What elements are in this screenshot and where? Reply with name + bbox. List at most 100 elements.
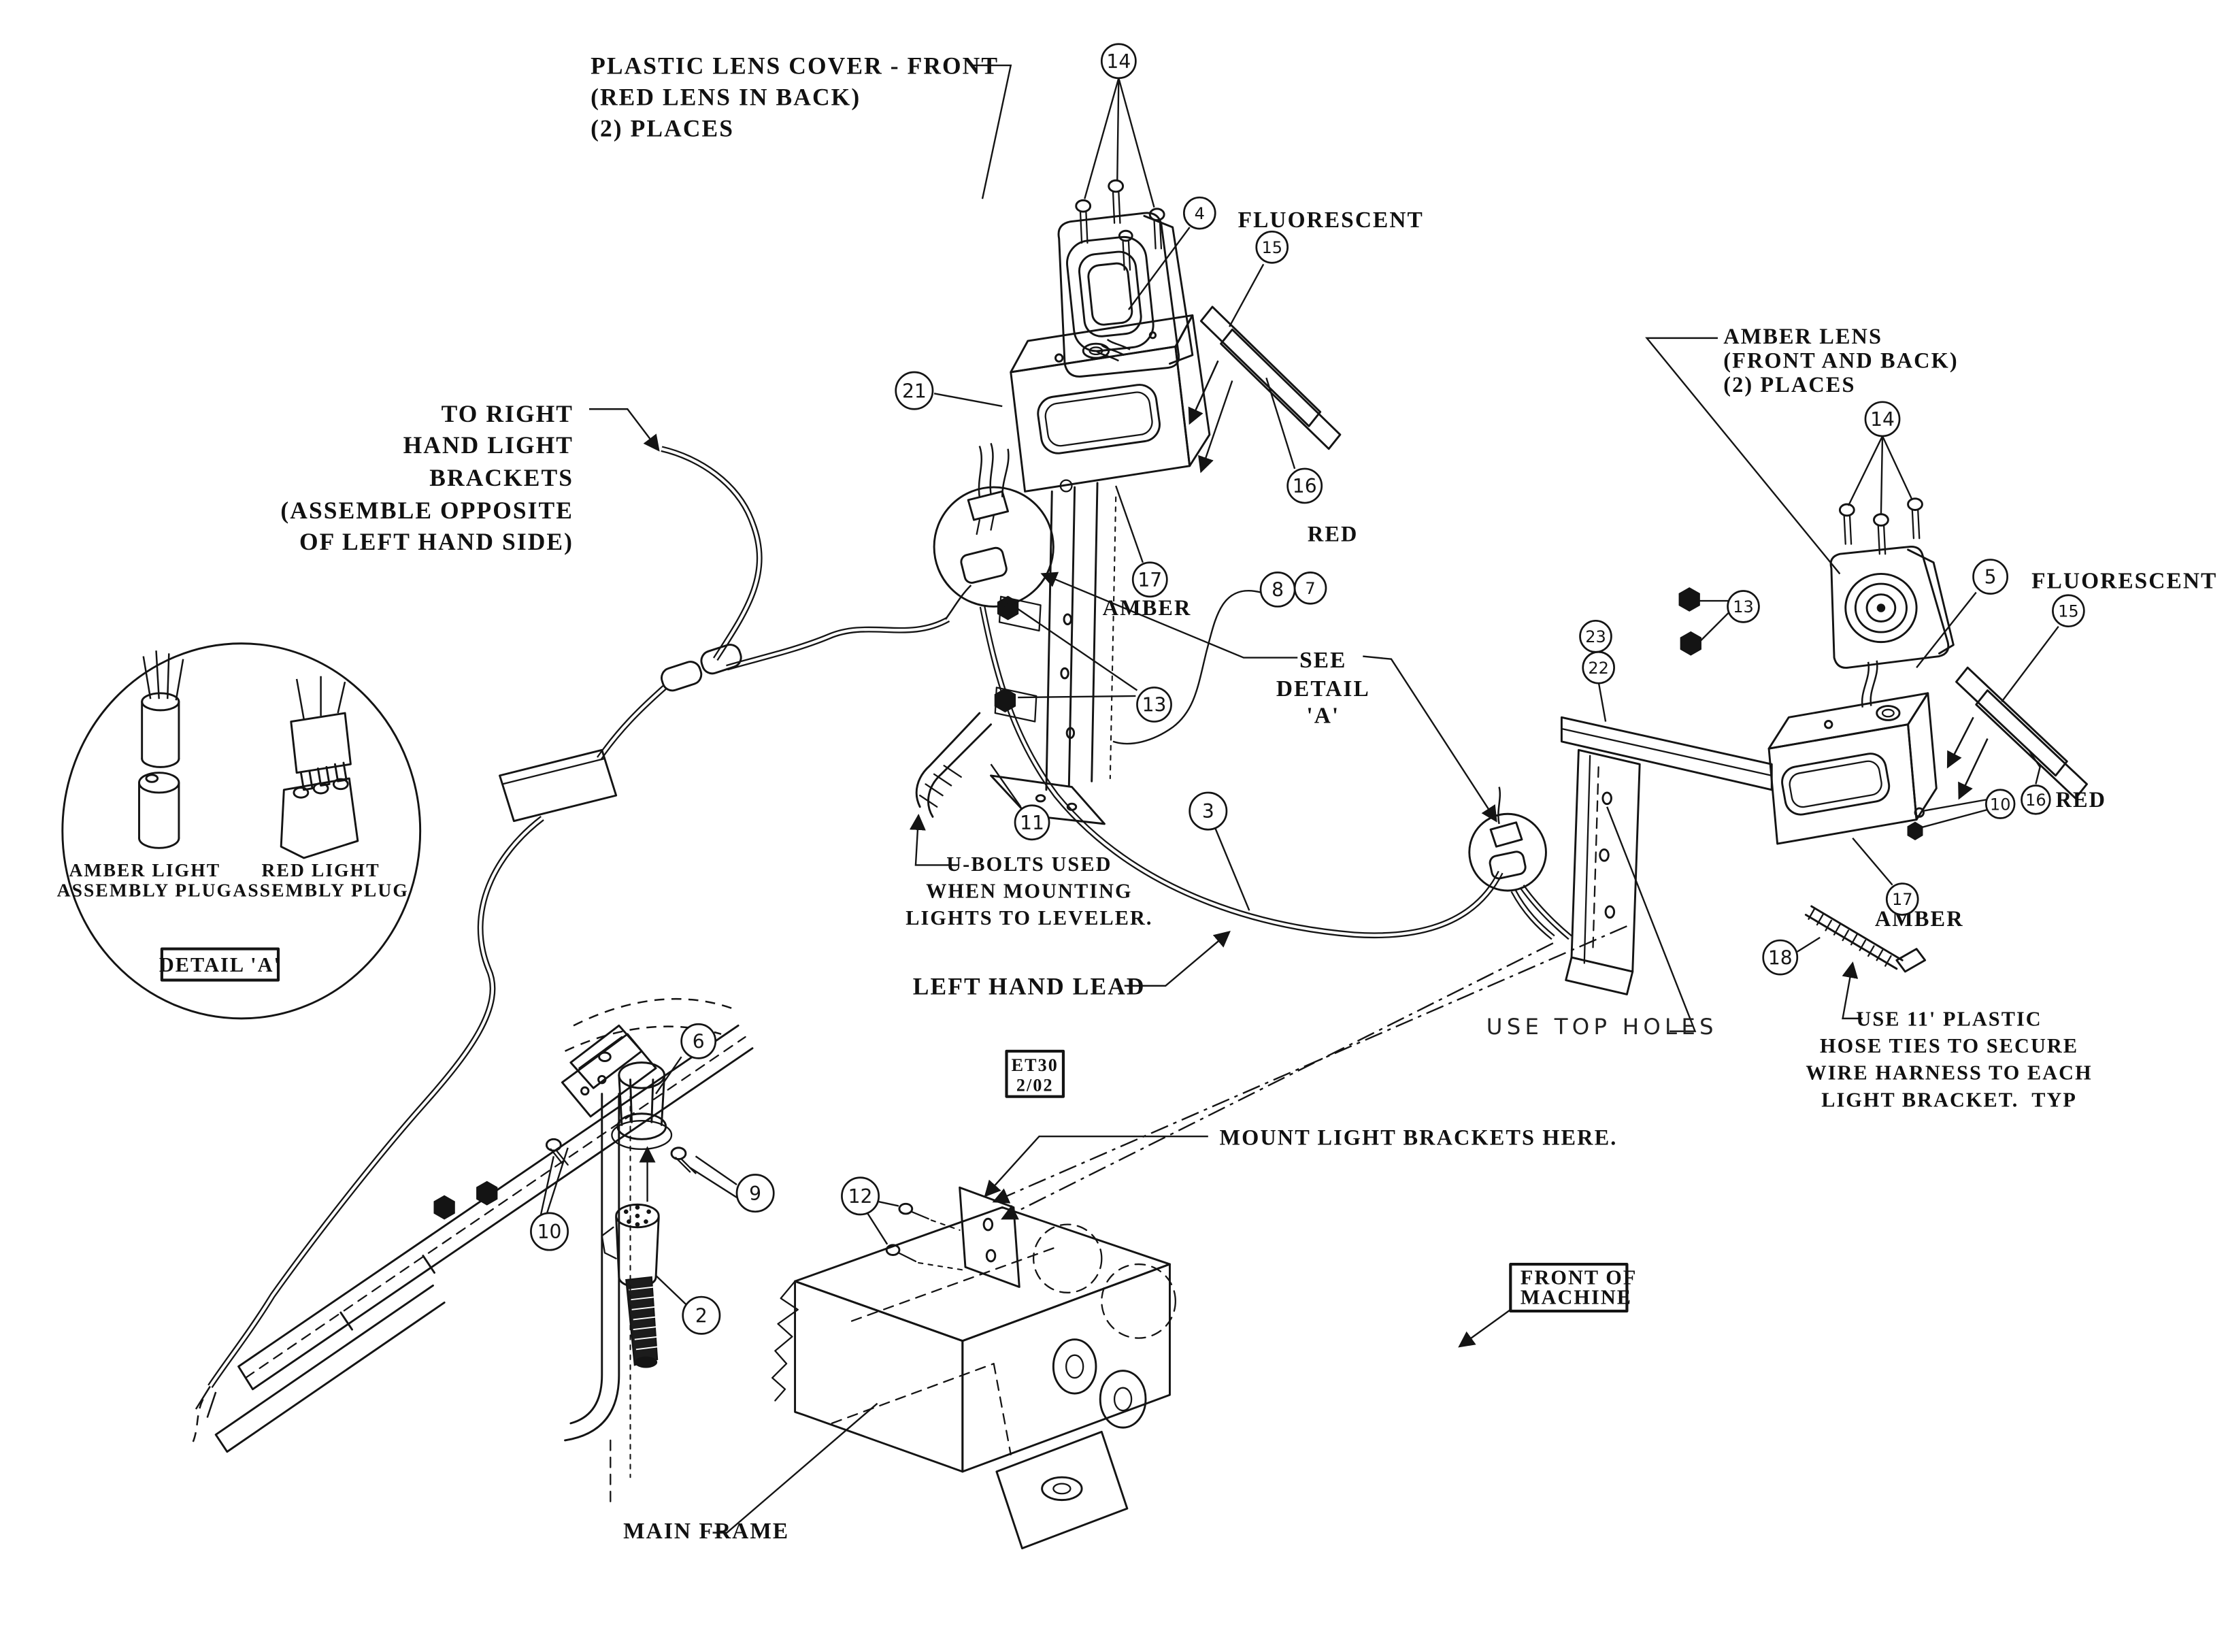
lens-screws-left [1075, 179, 1165, 271]
to-right-note: (ASSEMBLE OPPOSITE [280, 497, 574, 524]
callout-number-15-right: 15 [2058, 601, 2079, 621]
left-hand-lead-leader [1124, 930, 1231, 987]
front-of-machine-label: MACHINE [1521, 1286, 1632, 1309]
callout-11-leader [990, 763, 1022, 808]
lens-cover-note: PLASTIC LENS COVER - FRONT [591, 52, 999, 80]
callout-number-13-right: 13 [1733, 597, 1754, 616]
nut [1678, 587, 1701, 656]
frame-rollers [1052, 1338, 1147, 1429]
hose-ties-note: USE 11' PLASTIC [1856, 1007, 2042, 1030]
callout-number-16-left: 16 [1293, 475, 1317, 497]
light-body-right [1767, 660, 1938, 845]
to-right-leader [588, 408, 660, 452]
mount-bolts [885, 1202, 963, 1271]
callout-circle-16-right [2021, 784, 2051, 815]
callout-circle-10-right [1984, 789, 2016, 819]
callout-number-22: 22 [1588, 659, 1609, 678]
callout-number-23: 23 [1585, 627, 1606, 646]
callout-number-13-left: 13 [1142, 694, 1167, 716]
callout-circle-10-bottom [530, 1212, 569, 1251]
band-left-arrow-1 [1188, 360, 1219, 425]
front-of-machine-label: FRONT OF [1521, 1266, 1638, 1289]
main-frame-leader [712, 1402, 878, 1534]
callout-22-leader [1597, 681, 1607, 722]
plug-detail-circle-right [1468, 787, 1547, 892]
amber-lens-note: (2) PLACES [1723, 372, 1855, 397]
callout-circle-14-right [1864, 401, 1901, 437]
callout-number-14-left: 14 [1106, 50, 1131, 73]
use-top-holes-leader [1606, 806, 1697, 1032]
leader-lines [539, 64, 2059, 1534]
callout-circle-15-left [1255, 230, 1289, 264]
lens-cover-note: (RED LENS IN BACK) [591, 83, 861, 110]
callout-circle-6 [680, 1023, 717, 1059]
mount-location-line-2 [1001, 942, 1554, 1220]
callout-15-right-leader [2001, 625, 2059, 703]
doc-date: 2/02 [1016, 1075, 1054, 1095]
to-right-note: OF LEFT HAND SIDE) [299, 528, 574, 555]
doc-code: ET30 [1012, 1055, 1059, 1075]
see-detail-note: DETAIL [1276, 676, 1370, 701]
inline-connectors [661, 644, 742, 692]
callout-number-21: 21 [902, 380, 927, 402]
callout-14-left-leaders [1084, 78, 1155, 208]
callout-circle-21 [895, 371, 934, 410]
see-detail-note: 'A' [1306, 704, 1340, 729]
callout-8-7-curve [1112, 590, 1261, 745]
left-light-assembly [915, 179, 1342, 825]
junction-box [499, 748, 618, 823]
fluorescent-band-left [1199, 305, 1342, 450]
callout-number-11: 11 [1020, 812, 1044, 834]
amber-label-right: AMBER [1875, 906, 1964, 931]
support-rod [564, 1093, 631, 1504]
lens-cover-left [1057, 212, 1194, 378]
red-plug-label: ASSEMBLY PLUG [233, 879, 408, 900]
callout-circle-2 [682, 1295, 721, 1335]
callout-4-leader [1127, 227, 1191, 310]
fluorescent-band-right [1955, 666, 2088, 799]
amber-cap [611, 1061, 673, 1151]
amber-plug-label: AMBER LIGHT [69, 859, 221, 880]
amber-plug-drawing [138, 650, 184, 849]
lens-cover-note: (2) PLACES [591, 114, 734, 142]
mount-brackets-label: MOUNT LIGHT BRACKETS HERE. [1220, 1125, 1618, 1150]
callout-number-4: 4 [1195, 204, 1205, 223]
hose-ties-note: LIGHT BRACKET. TYP [1821, 1088, 2077, 1111]
callout-18-leader [1797, 936, 1821, 953]
wire-harness [192, 449, 1570, 1442]
callout-circle-17-right [1885, 882, 1919, 916]
callout-number-12: 12 [848, 1185, 873, 1208]
callout-number-10-right: 10 [1990, 795, 2011, 814]
red-label-left: RED [1308, 521, 1359, 546]
red-plug-label: RED LIGHT [262, 859, 380, 880]
callout-circle-11 [1014, 804, 1050, 841]
use-top-holes-label: USE TOP HOLES [1486, 1014, 1718, 1040]
light-bracket-right [1560, 716, 1773, 995]
lens-cover-right [1829, 546, 1955, 669]
callout-number-14-right: 14 [1870, 408, 1895, 431]
to-right-note: HAND LIGHT [403, 431, 574, 459]
callout-number-2: 2 [695, 1304, 708, 1327]
text-labels: PLASTIC LENS COVER - FRONT (RED LENS IN … [280, 52, 2217, 1544]
callout-circle-13-left [1136, 687, 1172, 723]
callout-9-leaders [689, 1155, 737, 1198]
see-detail-right-leader [1363, 655, 1497, 823]
callout-5-leader [1916, 591, 1977, 668]
frame-bottom-plate [995, 1430, 1129, 1550]
callout-number-10-bottom: 10 [537, 1221, 562, 1243]
amber-lens-note: AMBER LENS [1723, 324, 1882, 348]
fluorescent-label-right: FLUORESCENT [2031, 568, 2217, 593]
light-body-left [1010, 314, 1211, 493]
hose-tie [1804, 905, 1927, 973]
amber-label-left: AMBER [1103, 595, 1192, 620]
callout-number-8: 8 [1272, 579, 1284, 601]
callout-circle-15-right [2052, 594, 2085, 628]
main-frame-label: MAIN FRAME [623, 1519, 789, 1544]
amber-lens-leader [1645, 337, 1841, 575]
detail-a-view: AMBER LIGHT ASSEMBLY PLUG RED LIGHT ASSE… [57, 642, 422, 1020]
light-b ar-assembly [214, 1024, 754, 1504]
amber-lens-note: (FRONT AND BACK) [1723, 348, 1958, 373]
